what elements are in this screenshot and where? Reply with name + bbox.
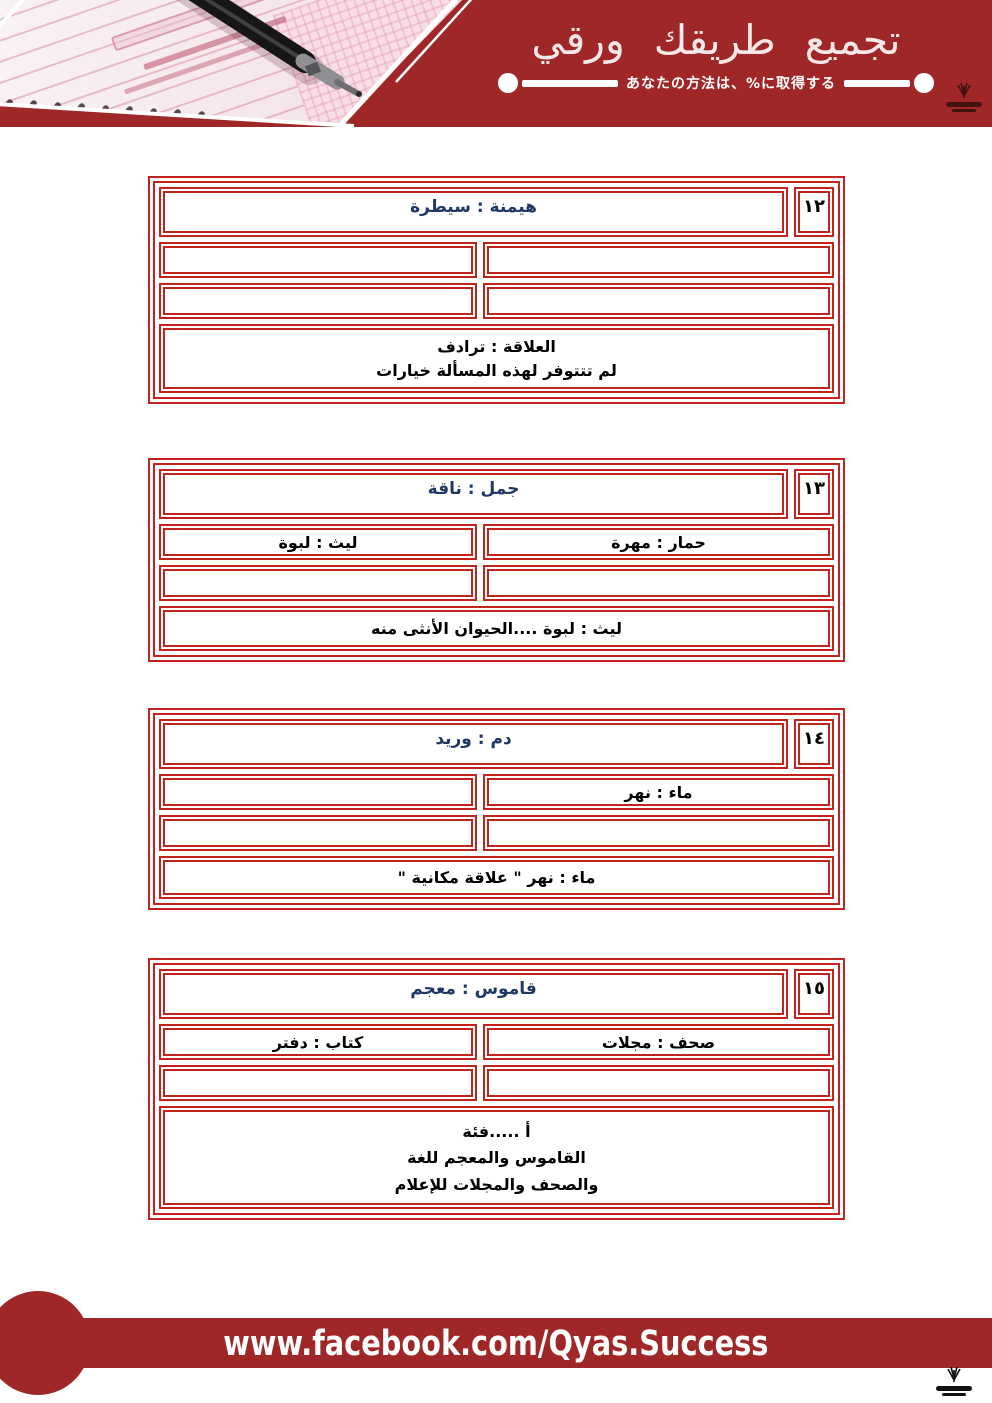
- logo-tagline: あなたの方法は、%に取得する: [625, 76, 837, 92]
- option-cell: [159, 1065, 477, 1101]
- answer-box: ليث : لبوة ....الحيوان الأنثى منه: [159, 606, 834, 651]
- answer-box: ماء : نهر " علاقة مكانية ": [159, 856, 834, 899]
- option-cell: كتاب : دفتر: [159, 1024, 477, 1060]
- question-title: دم : وريد: [159, 719, 788, 769]
- question-header-row: ١٢ هيمنة : سيطرة: [159, 187, 834, 237]
- qyas-watermark-icon: [936, 1366, 972, 1396]
- options-row: [159, 815, 834, 851]
- option-cell: [159, 774, 477, 810]
- question-header-row: ١٣ جمل : ناقة: [159, 469, 834, 519]
- question-number: ١٥: [794, 969, 834, 1019]
- options-row: [159, 283, 834, 319]
- question-title: هيمنة : سيطرة: [159, 187, 788, 237]
- pen-icon: [188, 0, 316, 73]
- question-number: ١٣: [794, 469, 834, 519]
- banner-decoration: [0, 0, 473, 127]
- option-cell: صحف : مجلات: [483, 1024, 834, 1060]
- question-header-row: ١٤ دم : وريد: [159, 719, 834, 769]
- option-cell: [159, 242, 477, 278]
- answer-line: العلاقة : ترادف: [437, 337, 556, 356]
- logo: تجميع طريقك ورقي あなたの方法は、%に取得する: [470, 14, 962, 114]
- facebook-url: www.facebook.com/Qyas.Success: [223, 1322, 769, 1364]
- question-block-12: ١٢ هيمنة : سيطرة العلاقة : ترادف لم تتتو…: [148, 176, 845, 404]
- answer-box: أ .....فئة القاموس والمعجم للغة والصحف و…: [159, 1106, 834, 1209]
- answer-line: القاموس والمعجم للغة: [407, 1148, 586, 1167]
- logo-divider: あなたの方法は、%に取得する: [470, 72, 962, 94]
- footer-bar: www.facebook.com/Qyas.Success: [0, 1318, 992, 1368]
- question-number: ١٤: [794, 719, 834, 769]
- answer-line: والصحف والمجلات للإعلام: [394, 1174, 599, 1194]
- option-cell: [483, 283, 834, 319]
- header-banner: تجميع طريقك ورقي あなたの方法は、%に取得する: [0, 0, 992, 127]
- divider-line: [844, 79, 911, 87]
- option-cell: [483, 1065, 834, 1101]
- answer-box: العلاقة : ترادف لم تتتوفر لهذه المسألة خ…: [159, 324, 834, 393]
- question-block-13: ١٣ جمل : ناقة حمار : مهرة ليث : لبوة ليث…: [148, 458, 845, 662]
- option-cell: [483, 242, 834, 278]
- question-title: قاموس : معجم: [159, 969, 788, 1019]
- question-block-15: ١٥ قاموس : معجم صحف : مجلات كتاب : دفتر …: [148, 958, 845, 1220]
- options-row: [159, 1065, 834, 1101]
- question-number: ١٢: [794, 187, 834, 237]
- qyas-watermark-icon: [946, 82, 982, 112]
- option-cell: حمار : مهرة: [483, 524, 834, 560]
- question-block-14: ١٤ دم : وريد ماء : نهر ماء : نهر " علاقة…: [148, 708, 845, 910]
- divider-dot-icon: [497, 73, 518, 93]
- options-row: ماء : نهر: [159, 774, 834, 810]
- option-cell: [159, 815, 477, 851]
- option-cell: [159, 565, 477, 601]
- option-cell: ماء : نهر: [483, 774, 834, 810]
- divider-dot-icon: [914, 73, 935, 93]
- question-title: جمل : ناقة: [159, 469, 788, 519]
- options-row: [159, 242, 834, 278]
- option-cell: ليث : لبوة: [159, 524, 477, 560]
- options-row: صحف : مجلات كتاب : دفتر: [159, 1024, 834, 1060]
- answer-line: ماء : نهر " علاقة مكانية ": [397, 868, 596, 887]
- logo-arabic-title: تجميع طريقك ورقي: [531, 16, 901, 64]
- answer-line: لم تتتوفر لهذه المسألة خيارات: [376, 361, 617, 380]
- answer-line: ليث : لبوة ....الحيوان الأنثى منه: [370, 619, 623, 638]
- answer-line: أ .....فئة: [462, 1121, 531, 1141]
- question-header-row: ١٥ قاموس : معجم: [159, 969, 834, 1019]
- divider-line: [521, 79, 618, 87]
- options-row: [159, 565, 834, 601]
- option-cell: [159, 283, 477, 319]
- option-cell: [483, 815, 834, 851]
- option-cell: [483, 565, 834, 601]
- options-row: حمار : مهرة ليث : لبوة: [159, 524, 834, 560]
